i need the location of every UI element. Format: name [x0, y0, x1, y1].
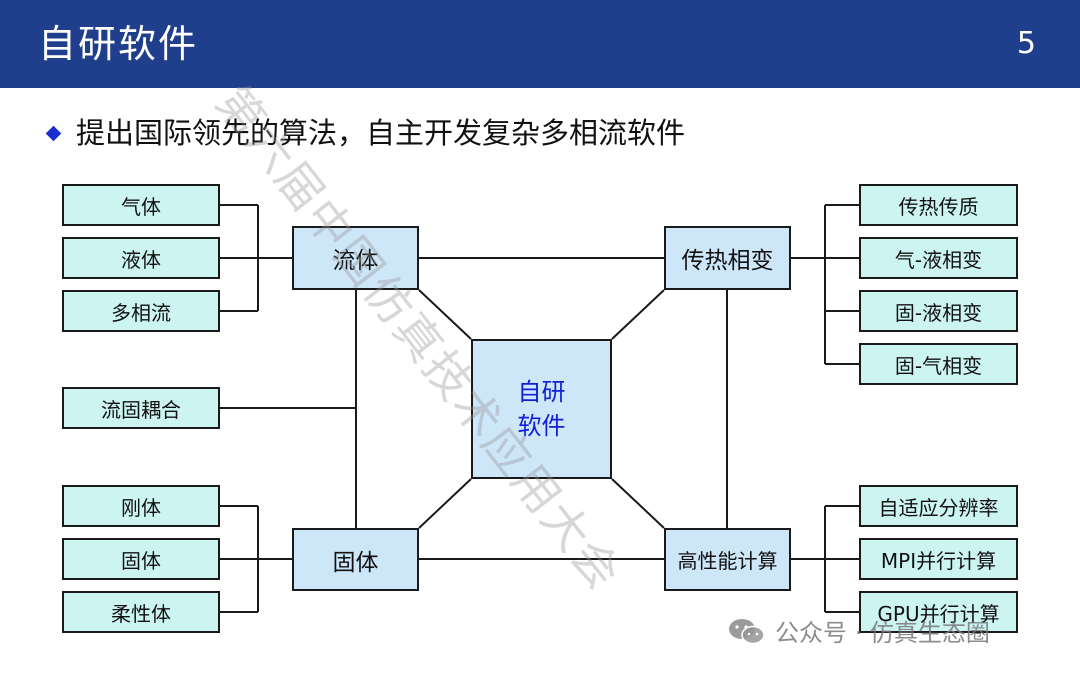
hub-fluid: 流体: [292, 226, 419, 290]
node-adaptive-resolution: 自适应分辨率: [859, 485, 1018, 527]
node-mpi-parallel: MPI并行计算: [859, 538, 1018, 580]
node-gas: 气体: [62, 184, 220, 226]
node-fsi: 流固耦合: [62, 387, 220, 429]
node-liquid: 液体: [62, 237, 220, 279]
node-multiphase: 多相流: [62, 290, 220, 332]
page-title: 自研软件: [38, 22, 199, 66]
wechat-account-label: 公众号 · 仿真生态圈: [775, 619, 990, 647]
node-flexible-body: 柔性体: [62, 591, 220, 633]
wechat-account-mark: 公众号 · 仿真生态圈: [727, 613, 990, 648]
node-gpu-parallel: GPU并行计算: [859, 591, 1018, 633]
hub-heat-phase-change: 传热相变: [664, 226, 791, 290]
node-solid-gas-phase-change: 固-气相变: [859, 343, 1018, 385]
subtitle-text: 提出国际领先的算法，自主开发复杂多相流软件: [76, 116, 686, 150]
core-self-developed-software: 自研 软件: [471, 339, 612, 479]
wechat-icon: [729, 618, 765, 644]
hub-hpc: 高性能计算: [664, 528, 791, 591]
header-bar: 自研软件 5: [0, 0, 1080, 88]
hub-solid: 固体: [292, 528, 419, 591]
core-line-1: 自研: [517, 378, 566, 406]
node-rigid-body: 刚体: [62, 485, 220, 527]
node-solid-leaf: 固体: [62, 538, 220, 580]
core-line-2: 软件: [517, 412, 566, 440]
page-number: 5: [1016, 26, 1036, 61]
node-gas-liquid-phase-change: 气-液相变: [859, 237, 1018, 279]
node-heat-mass-transfer: 传热传质: [859, 184, 1018, 226]
node-solid-liquid-phase-change: 固-液相变: [859, 290, 1018, 332]
